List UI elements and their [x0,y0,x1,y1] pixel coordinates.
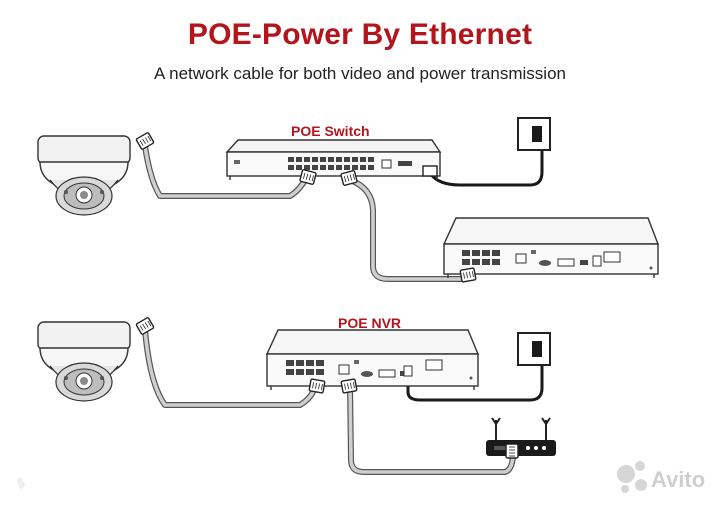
wall-socket-top [517,117,551,151]
router-device [486,417,556,456]
poe-nvr-device [265,329,480,390]
watermark-text: Avito [651,467,706,492]
dome-camera-bottom [37,321,131,402]
rj45-plug-switch-port2 [339,169,359,187]
rj45-plug-nvr-port2 [340,378,358,394]
cable-camera1-to-switch [142,143,309,199]
rj45-plug-camera2 [135,316,155,336]
wall-socket-bottom [517,332,551,366]
poe-switch-label: POE Switch [291,123,370,139]
rj45-plug-camera1 [135,131,155,151]
rj45-plug-nvr-port1 [308,378,326,394]
cable-nvr-to-router [347,382,516,475]
cable-camera2-to-nvr [142,327,319,408]
rj45-plug-switch-port1 [298,168,318,186]
nvr-device-top [442,217,660,278]
page-subtitle: A network cable for both video and power… [153,64,566,83]
rj45-plug-nvr-top [459,267,477,283]
page-title: POE-Power By Ethernet [187,18,533,51]
cable-switch-to-nvr [347,177,469,282]
avito-dots-icon [617,461,647,493]
rj45-plug-router [505,443,519,459]
poe-switch-device [225,139,442,180]
power-plug-switch [422,165,438,177]
poe-nvr-label: POE NVR [338,315,402,331]
dome-camera-top [37,135,131,216]
switch-ports [234,157,412,170]
corner-watermark-icon [17,478,26,490]
power-cord-nvr [406,358,544,402]
